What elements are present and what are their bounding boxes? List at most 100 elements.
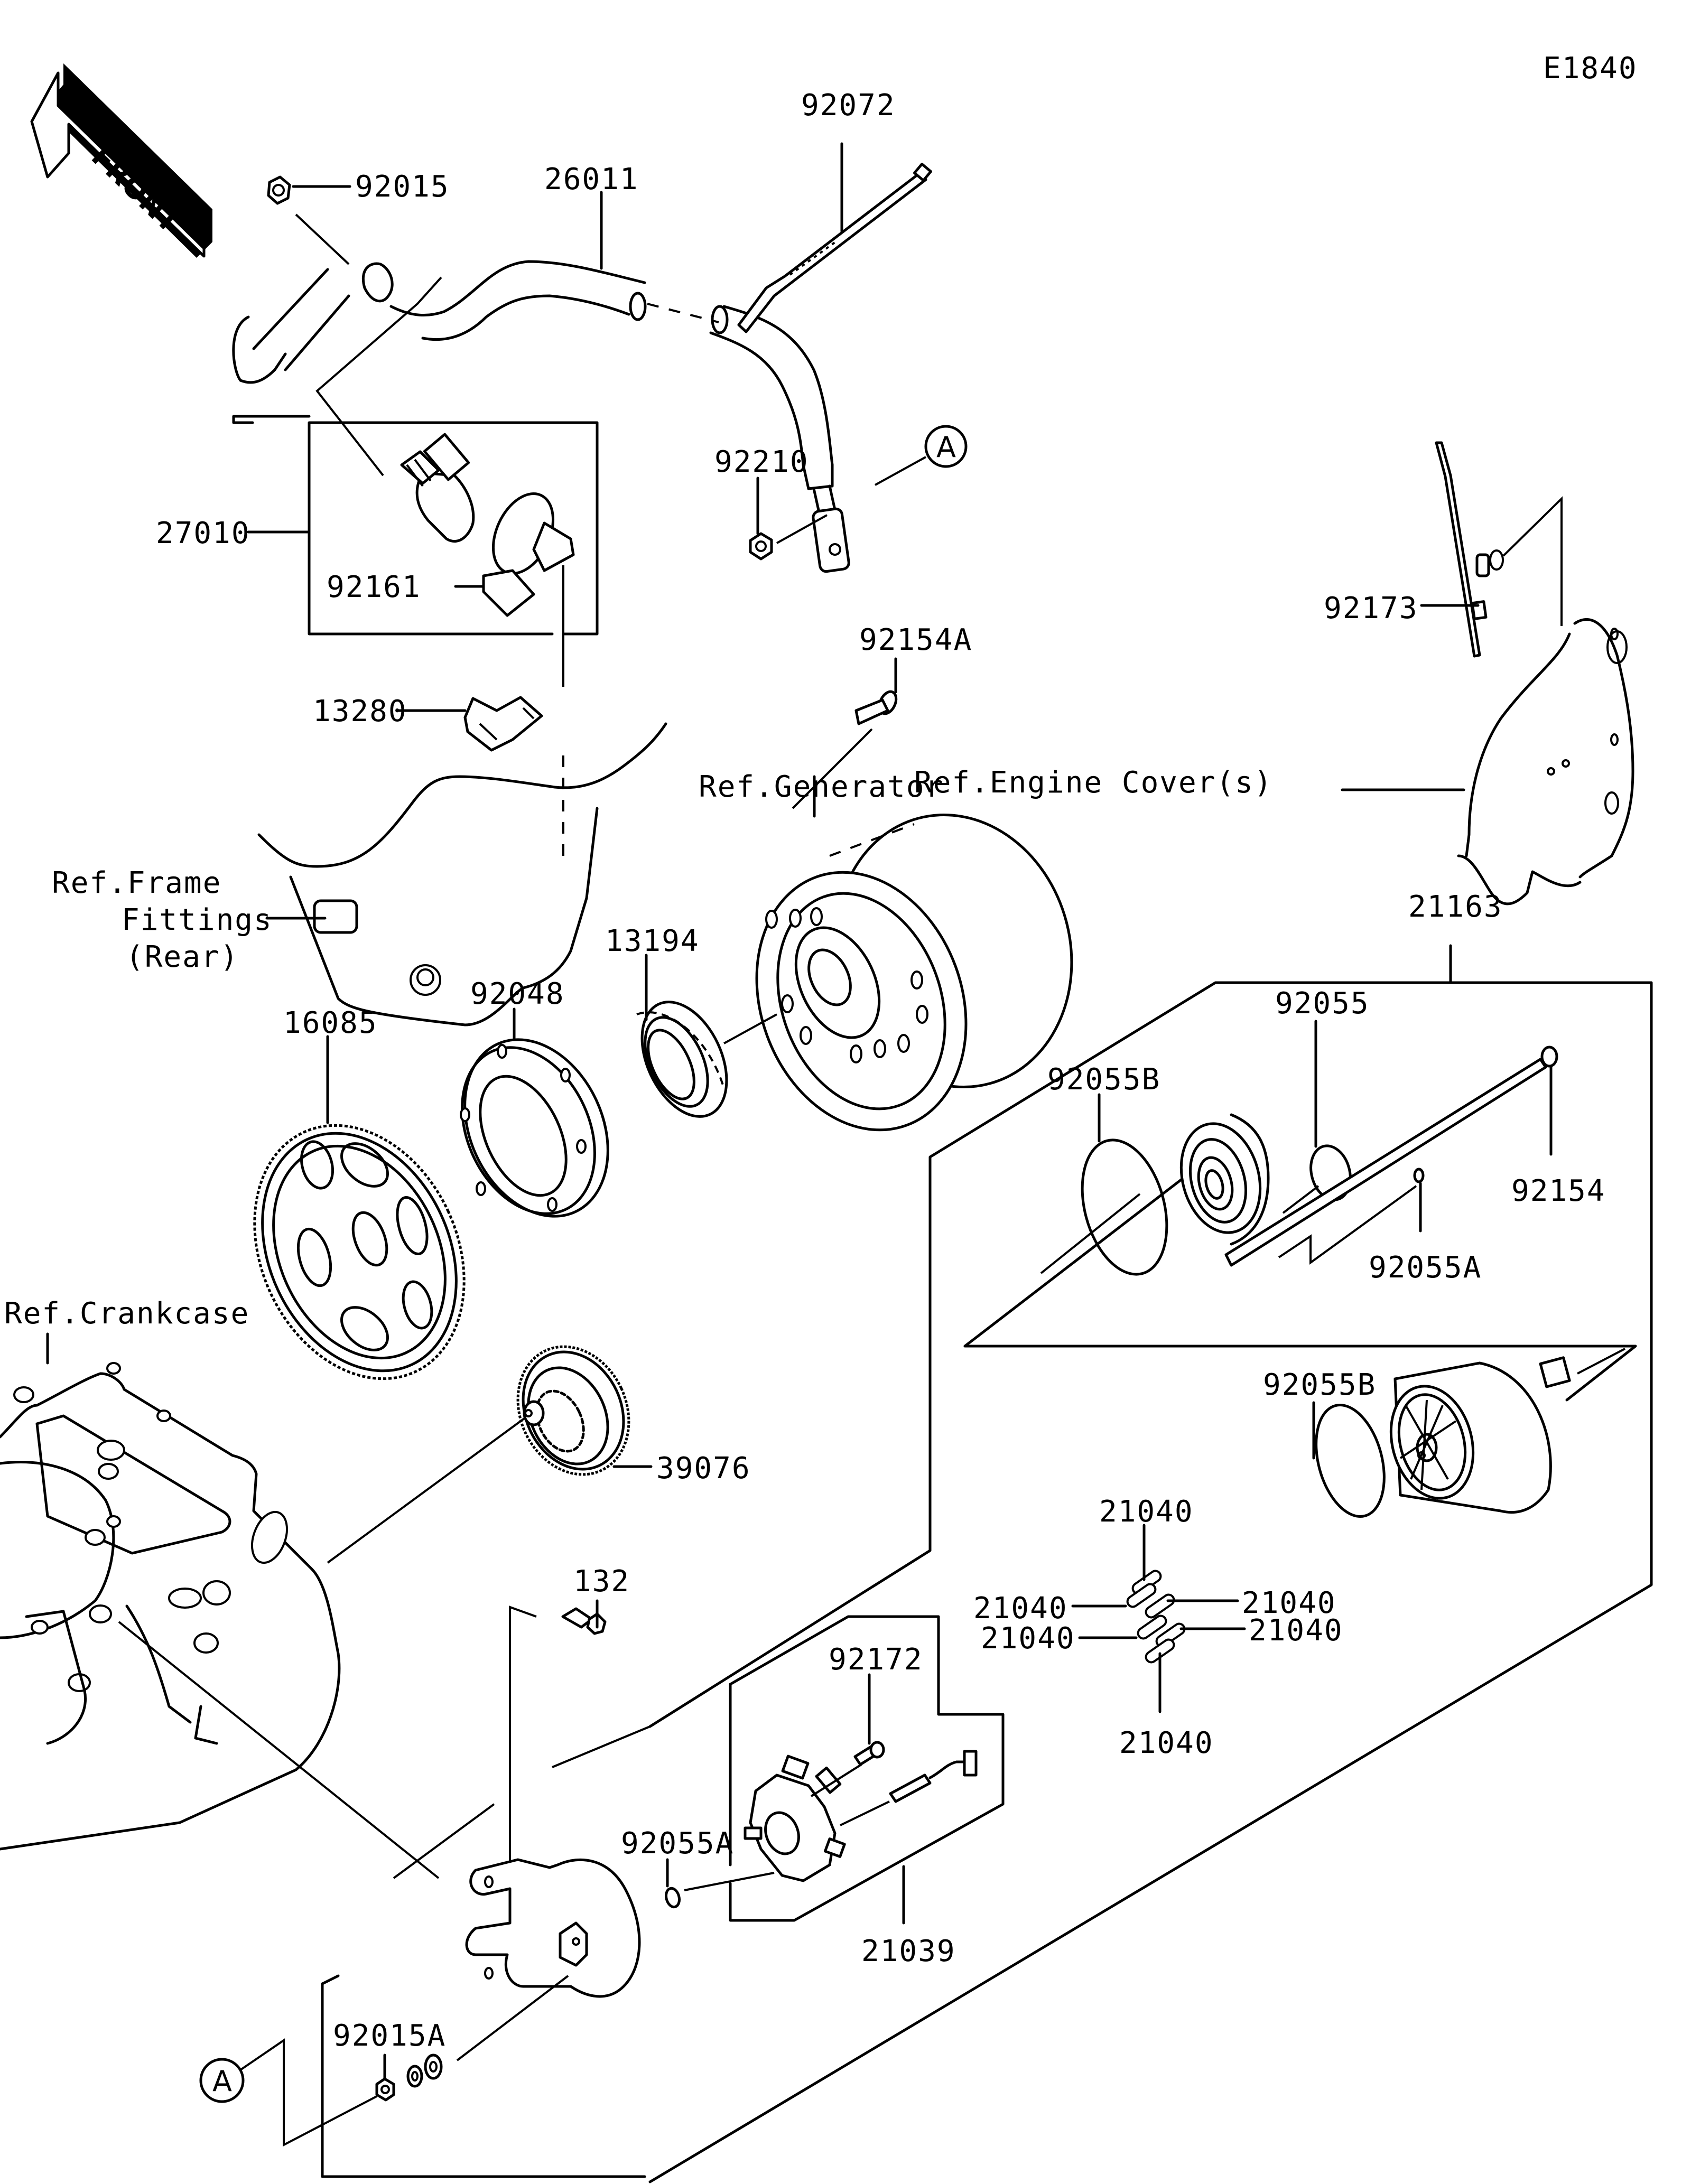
callout-132[interactable]: 132 [573, 1564, 630, 1599]
callout-92210[interactable]: 92210 [714, 445, 809, 479]
screw-92172-icon [853, 1741, 885, 1766]
crankcase-icon [0, 1362, 341, 1851]
box-21163-left [648, 981, 1452, 1728]
callout-92161[interactable]: 92161 [327, 570, 421, 604]
diagram-line-1 [393, 1803, 495, 1879]
connector-a-label-top: A [936, 431, 956, 464]
ref-generator[interactable]: Ref.Generator [699, 770, 944, 804]
box-21039 [729, 1615, 1005, 1922]
leader-o-ring-to-brush-holder [684, 1872, 775, 1891]
nut-92015-icon [267, 175, 291, 205]
callout-21163[interactable]: 21163 [1408, 890, 1503, 924]
leader-crankcase-to-cover [118, 1621, 440, 1879]
starter-relay-27010-icon [400, 433, 475, 543]
callout-13280[interactable]: 13280 [313, 694, 407, 729]
ref-crankcase[interactable]: Ref.Crankcase [4, 1296, 249, 1331]
callout-26011[interactable]: 26011 [544, 162, 639, 197]
callout-39076[interactable]: 39076 [656, 1451, 751, 1486]
inner-box-bottom [963, 1345, 1637, 1402]
idle-gear-39076-icon [516, 1345, 630, 1476]
callout-21040-left1[interactable]: 21040 [973, 1591, 1068, 1626]
ref-frame-line3[interactable]: (Rear) [126, 940, 239, 974]
leader-o-ring-to-box [1040, 1193, 1141, 1274]
callout-27010[interactable]: 27010 [156, 516, 250, 550]
connector-a-label-bottom: A [212, 2065, 232, 2098]
callout-92055A-top[interactable]: 92055A [1369, 1250, 1482, 1285]
box-27010-top-left [232, 415, 311, 424]
cable-tie-92173-icon [1435, 441, 1504, 658]
leader-washers-to-cover [456, 1975, 569, 2061]
engine-cover-icon [1457, 618, 1634, 906]
callout-92154[interactable]: 92154 [1511, 1174, 1606, 1208]
callout-92055A-bottom[interactable]: 92055A [621, 1826, 734, 1861]
callout-92154A[interactable]: 92154A [859, 623, 972, 657]
o-ring-92055B-top-icon [1081, 1138, 1168, 1276]
brush-holder-icon [744, 1754, 846, 1882]
leader-92015-to-terminal [295, 213, 350, 265]
starter-end-cover-icon [1179, 1113, 1270, 1246]
leader-terminal-bolt [840, 1800, 890, 1826]
cable-tie-92072-icon [737, 163, 932, 333]
starter-gear-16085-icon [253, 1124, 466, 1380]
leader-92173-to-cover [1502, 496, 1563, 626]
bracket-13280-icon [463, 696, 543, 752]
box-21163-outline [648, 981, 1653, 2183]
leader-brush-holder-screw [810, 1763, 862, 1797]
callout-92015A[interactable]: 92015A [333, 2019, 446, 2053]
connector-a-marker-bottom [199, 2058, 245, 2103]
callout-92015[interactable]: 92015 [355, 170, 450, 204]
through-bolt-92154-icon [1224, 1046, 1558, 1267]
diagram-id-label: E1840 [1543, 51, 1638, 86]
o-ring-92055B-bottom-icon [1315, 1404, 1386, 1518]
terminal-bolt-icon [889, 1750, 978, 1803]
callout-21039[interactable]: 21039 [861, 1934, 956, 1968]
bolt-132-icon [561, 1607, 607, 1635]
callout-92172[interactable]: 92172 [829, 1642, 923, 1677]
starter-yoke-icon [1389, 1356, 1571, 1514]
starter-clutch-13194-icon [636, 1001, 728, 1118]
callout-92055B-bottom[interactable]: 92055B [1263, 1368, 1376, 1402]
callout-21040-left2[interactable]: 21040 [981, 1621, 1075, 1656]
leader-generator-to-clutch [723, 1013, 777, 1044]
leader-yoke-to-box [1577, 1348, 1625, 1375]
callout-92055B-top[interactable]: 92055B [1047, 1062, 1160, 1097]
flange-92048-icon [460, 1038, 609, 1218]
callout-92055[interactable]: 92055 [1275, 986, 1370, 1021]
leader-92055-to-cover [1282, 1185, 1320, 1214]
leader-terminal-to-a [875, 456, 926, 486]
ref-engine-covers[interactable]: Ref.Engine Cover(s) [914, 766, 1273, 800]
callout-21040-top[interactable]: 21040 [1099, 1495, 1194, 1529]
callout-21040-bottom[interactable]: 21040 [1119, 1726, 1214, 1760]
callout-13194[interactable]: 13194 [605, 924, 700, 958]
leader-92210-to-terminal [776, 514, 828, 544]
leader-132-to-bracket [509, 1606, 537, 1907]
callout-92072[interactable]: 92072 [801, 88, 896, 123]
relay-holder-92161-icon [482, 492, 575, 617]
o-ring-92055A-top-icon [1413, 1168, 1425, 1183]
callout-21040-right2[interactable]: 21040 [1249, 1613, 1343, 1648]
box-bottom-left [321, 1974, 646, 2178]
callout-16085[interactable]: 16085 [283, 1006, 378, 1040]
front-arrow-icon: FRONT [30, 63, 212, 258]
ref-frame-line2[interactable]: Fittings [122, 903, 273, 937]
ref-frame-line1[interactable]: Ref.Frame [52, 866, 221, 900]
callout-92173[interactable]: 92173 [1324, 591, 1418, 626]
starter-front-cover-icon [465, 1858, 641, 1998]
bolt-92154A-icon [854, 690, 898, 725]
washers-icon [406, 2054, 443, 2088]
callout-92048[interactable]: 92048 [470, 977, 565, 1011]
leader-a-to-nut [239, 2038, 377, 2147]
box-27010 [308, 421, 599, 636]
nut-92210-icon [749, 532, 773, 561]
nut-92015A-icon [375, 2077, 395, 2102]
leader-idle-gear-to-crankcase [327, 1417, 525, 1564]
frame-fittings-rear-icon [257, 722, 667, 1026]
diagram-line-2 [552, 1725, 651, 1768]
o-ring-92055A-bottom-icon [665, 1887, 681, 1909]
callout-21040-right1[interactable]: 21040 [1242, 1586, 1336, 1620]
generator-rotor-icon [755, 813, 1073, 1132]
connector-a-marker-top [924, 425, 968, 468]
leader-cable-to-relay [315, 276, 442, 477]
leader-92154A-to-generator [792, 728, 873, 809]
